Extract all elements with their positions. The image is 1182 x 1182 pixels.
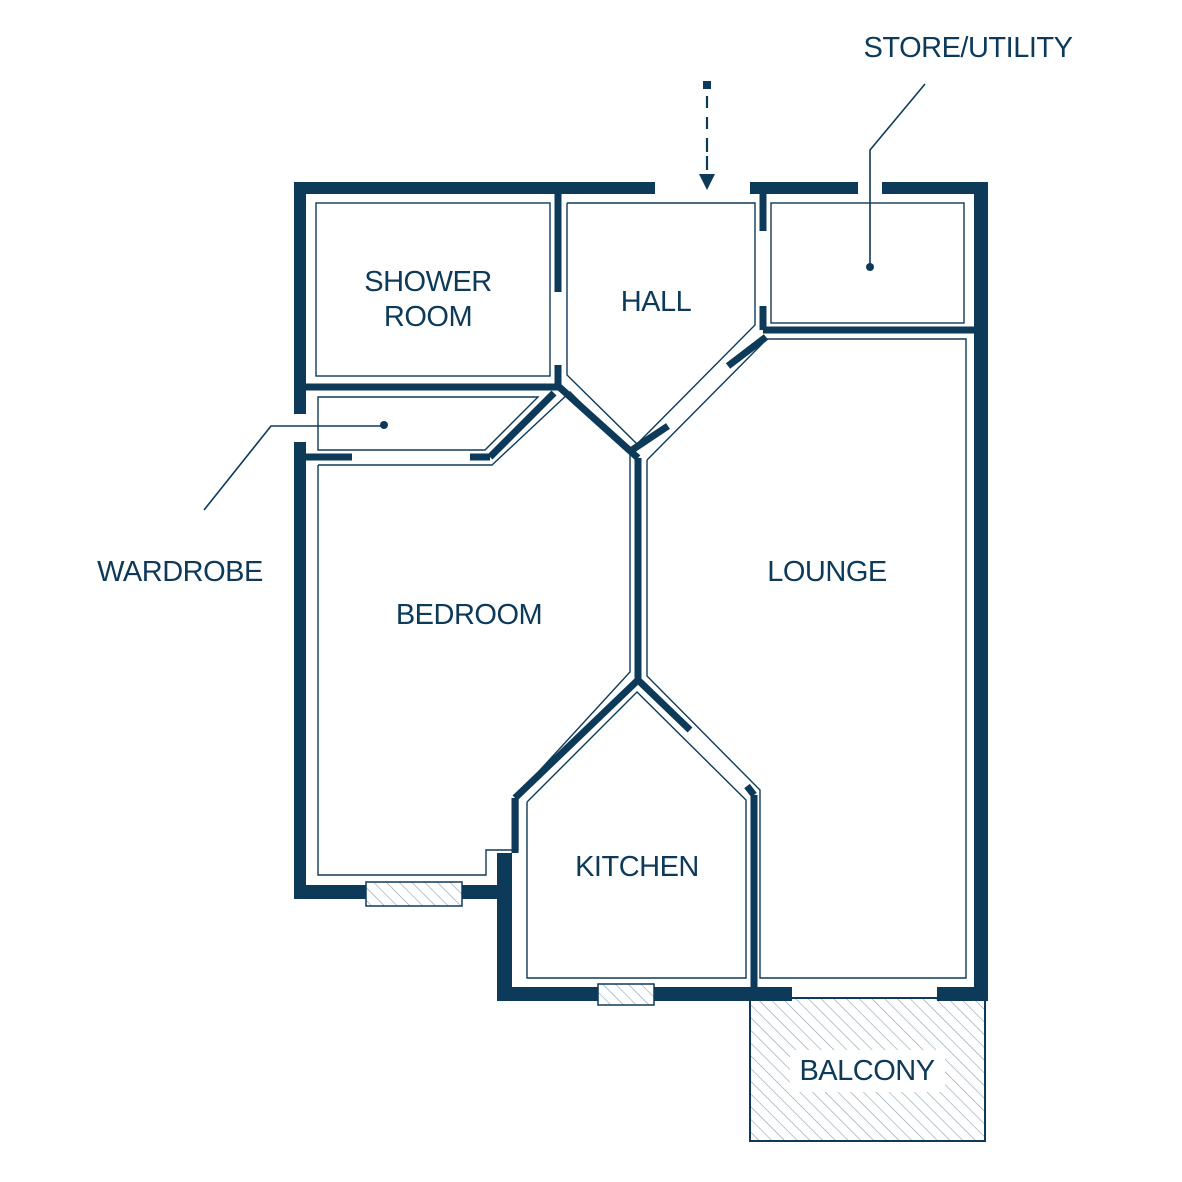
wardrobe-label: WARDROBE [97, 556, 263, 588]
leader-wardrobe [203, 421, 388, 511]
shower-room-label-line2: ROOM [384, 301, 472, 333]
outer-walls [294, 182, 988, 1001]
lounge-label: LOUNGE [767, 556, 887, 588]
store-utility-label: STORE/UTILITY [864, 32, 1073, 64]
leader-store-utility [866, 83, 926, 271]
balcony [749, 997, 986, 1142]
kitchen-label: KITCHEN [575, 851, 699, 883]
shower-room-label-line1: SHOWER [364, 266, 492, 298]
windows [365, 881, 655, 1006]
partition-walls [306, 194, 988, 990]
dashed-arrow-down-icon [699, 81, 715, 190]
hall-label: HALL [621, 286, 692, 318]
bedroom-label: BEDROOM [396, 599, 542, 631]
balcony-label: BALCONY [799, 1055, 934, 1087]
